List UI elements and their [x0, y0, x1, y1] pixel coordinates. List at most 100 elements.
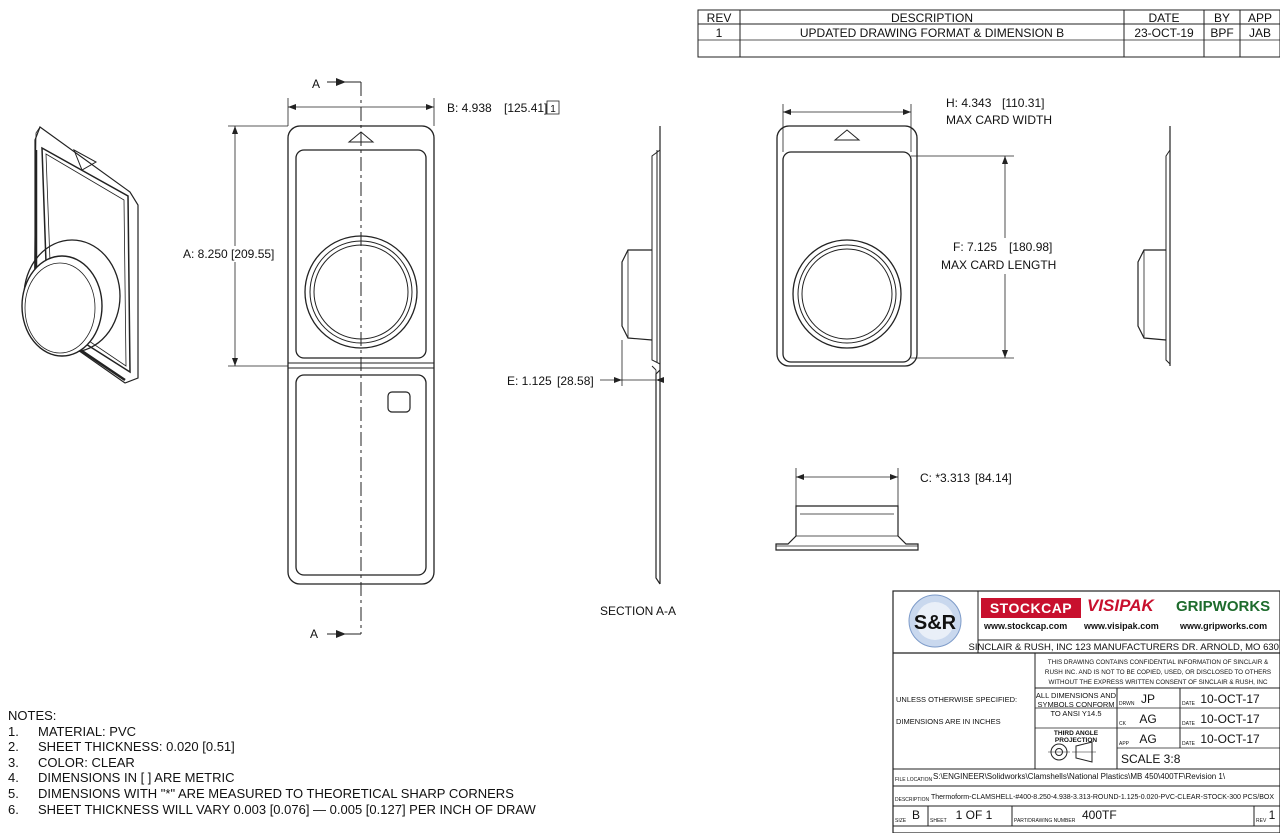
- rev-value: 1: [716, 26, 723, 40]
- dim-e-metric: [28.58]: [557, 374, 594, 388]
- side-view: [1137, 126, 1171, 366]
- size-label: SIZE: [895, 818, 907, 824]
- dim-e-label: E: 1.125: [507, 374, 552, 388]
- isometric-view: [21, 126, 139, 384]
- dimensions-inches: DIMENSIONS ARE IN INCHES: [896, 717, 1001, 726]
- description-label: DESCRIPTION: [895, 797, 930, 803]
- dim-c-label: C: *3.313: [920, 471, 970, 485]
- note-item: 5. DIMENSIONS WITH "*" ARE MEASURED TO TH…: [8, 786, 536, 802]
- description-header: DESCRIPTION: [891, 11, 973, 25]
- rev-date: 23-OCT-19: [1134, 26, 1194, 40]
- by-header: BY: [1214, 11, 1230, 25]
- dim-f-label: F: 7.125: [953, 240, 997, 254]
- app-header: APP: [1248, 11, 1272, 25]
- file-location-label: FILE LOCATION: [895, 777, 933, 783]
- dim-f-caption: MAX CARD LENGTH: [941, 258, 1056, 272]
- rev-description: UPDATED DRAWING FORMAT & DIMENSION B: [800, 26, 1064, 40]
- drawn-date: 10-OCT-17: [1200, 692, 1260, 706]
- bottom-view: C: *3.313 [84.14]: [775, 468, 1012, 551]
- title-block-text: SINCLAIR & RUSH, INC 123 MANUFACTURERS D…: [895, 642, 1280, 824]
- ansi-line-2: SYMBOLS CONFORM: [1037, 700, 1114, 709]
- visipak-website: www.visipak.com: [1084, 621, 1159, 631]
- note-text: SHEET THICKNESS: 0.020 [0.51]: [38, 739, 235, 755]
- rev-app: JAB: [1249, 26, 1271, 40]
- drawn-label: DRWN: [1119, 701, 1135, 707]
- checked-by: AG: [1139, 712, 1156, 726]
- unless-specified: UNLESS OTHERWISE SPECIFIED:: [896, 695, 1017, 704]
- checked-date-label: DATE: [1182, 721, 1196, 727]
- notes-title: NOTES:: [8, 708, 57, 723]
- projection-line-1: THIRD ANGLE: [1054, 730, 1099, 737]
- gripworks-logo: GRIPWORKS: [1176, 598, 1271, 615]
- approved-by: AG: [1139, 732, 1156, 746]
- projection-line-2: PROJECTION: [1055, 737, 1098, 744]
- approved-label: APP: [1119, 741, 1130, 747]
- section-marker-top: A: [312, 77, 320, 91]
- note-number: 6.: [8, 801, 19, 817]
- checked-label: CK: [1119, 721, 1127, 727]
- approved-date: 10-OCT-17: [1200, 732, 1260, 746]
- note-item: 1. MATERIAL: PVC: [8, 724, 536, 740]
- sheet-label: SHEET: [930, 818, 947, 824]
- ansi-line-3: TO ANSI Y14.5: [1050, 709, 1101, 718]
- note-text: DIMENSIONS IN [ ] ARE METRIC: [38, 770, 235, 786]
- note-number: 3.: [8, 754, 19, 770]
- section-view: E: 1.125 [28.58] SECTION A-A: [507, 126, 676, 618]
- rev-number: 1: [1269, 808, 1276, 822]
- stockcap-website: www.stockcap.com: [984, 621, 1068, 631]
- dim-h-label: H: 4.343: [946, 96, 992, 110]
- ansi-line-1: ALL DIMENSIONS AND: [1036, 691, 1117, 700]
- dim-h-metric: [110.31]: [1002, 96, 1044, 110]
- note-number: 2.: [8, 739, 19, 755]
- dim-c-metric: [84.14]: [975, 471, 1012, 485]
- dim-h-caption: MAX CARD WIDTH: [946, 113, 1052, 127]
- note-number: 4.: [8, 770, 19, 786]
- section-label: SECTION A-A: [600, 604, 676, 618]
- rev-header: REV: [707, 11, 732, 25]
- part-number-label: PART/DRAWING NUMBER: [1014, 818, 1076, 824]
- scale: SCALE 3:8: [1121, 752, 1181, 766]
- size-value: B: [912, 808, 920, 822]
- section-marker-bottom: A: [310, 627, 318, 641]
- visipak-logo: VISIPAK: [1087, 596, 1154, 615]
- note-text: DIMENSIONS WITH "*" ARE MEASURED TO THEO…: [38, 785, 514, 801]
- front-view: A A B: 4.938 [125.41] 1 A: 8.250 [209.55…: [180, 77, 560, 641]
- company-address: SINCLAIR & RUSH, INC 123 MANUFACTURERS D…: [969, 642, 1280, 653]
- stockcap-logo: STOCKCAP: [981, 598, 1081, 618]
- note-item: 4. DIMENSIONS IN [ ] ARE METRIC: [8, 770, 536, 786]
- note-text: COLOR: CLEAR: [38, 754, 135, 770]
- sheet-value: 1 OF 1: [956, 808, 993, 822]
- dim-b-metric: [125.41]: [504, 101, 547, 115]
- drawn-date-label: DATE: [1182, 701, 1196, 707]
- sr-logo-text: S&R: [914, 612, 957, 634]
- part-description: Thermoform-CLAMSHELL-#400-8.250-4.938-3.…: [931, 794, 1274, 801]
- confidential-line-1: THIS DRAWING CONTAINS CONFIDENTIAL INFOR…: [1048, 659, 1269, 666]
- note-item: 2. SHEET THICKNESS: 0.020 [0.51]: [8, 739, 536, 755]
- dim-a-label: A: 8.250: [183, 247, 228, 261]
- note-item: 6. SHEET THICKNESS WILL VARY 0.003 [0.076…: [8, 802, 536, 818]
- notes-block: NOTES: 1. MATERIAL: PVC 2. SHEET THICKNESS…: [8, 708, 536, 817]
- note-number: 5.: [8, 785, 19, 801]
- note-item: 3. COLOR: CLEAR: [8, 755, 536, 771]
- title-block-frame: [892, 590, 1280, 833]
- confidential-line-2: RUSH INC. AND IS NOT TO BE COPIED, USED,…: [1045, 669, 1271, 676]
- approved-date-label: DATE: [1182, 741, 1196, 747]
- rev-by: BPF: [1210, 26, 1233, 40]
- rev-label: REV: [1256, 818, 1267, 824]
- note-text: MATERIAL: PVC: [38, 723, 137, 739]
- dim-f-metric: [180.98]: [1009, 240, 1052, 254]
- file-location: S:\ENGINEER\Solidworks\Clamshells\Nation…: [933, 772, 1226, 781]
- third-angle-projection-icon: [1048, 741, 1096, 763]
- card-view: H: 4.343 [110.31] MAX CARD WIDTH F: 7.12…: [776, 96, 1060, 367]
- dim-b-note-flag: 1: [550, 104, 556, 115]
- sr-logo: S&R: [908, 594, 962, 648]
- note-number: 1.: [8, 723, 19, 739]
- part-number: 400TF: [1082, 808, 1117, 822]
- drawn-by: JP: [1141, 692, 1155, 706]
- gripworks-website: www.gripworks.com: [1180, 621, 1268, 631]
- date-header: DATE: [1148, 11, 1179, 25]
- dim-a-metric: [209.55]: [231, 247, 274, 261]
- checked-date: 10-OCT-17: [1200, 712, 1260, 726]
- note-text: SHEET THICKNESS WILL VARY 0.003 [0.076] …: [38, 801, 536, 817]
